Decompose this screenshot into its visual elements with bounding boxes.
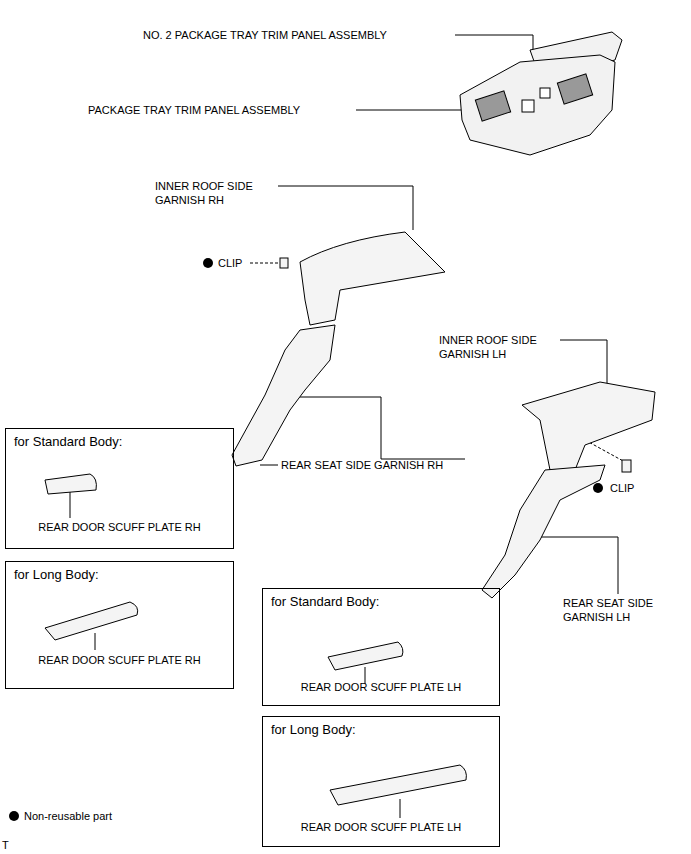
inner-roof-garnish-lh <box>522 382 655 472</box>
leader-line <box>95 633 96 650</box>
part-name: REAR DOOR SCUFF PLATE LH <box>263 680 499 694</box>
leader-line <box>585 440 625 462</box>
part-name: REAR DOOR SCUFF PLATE RH <box>6 653 233 667</box>
legend-text: Non-reusable part <box>24 809 112 823</box>
leader-line <box>356 110 462 111</box>
part-name: REAR DOOR SCUFF PLATE RH <box>6 520 233 534</box>
part-label: NO. 2 PACKAGE TRAY TRIM PANEL ASSEMBLY <box>143 28 387 42</box>
part-label: T <box>2 838 9 852</box>
part-label: REAR SEAT SIDE GARNISH RH <box>281 458 443 472</box>
leader-line <box>400 799 401 818</box>
leader-line <box>455 35 533 50</box>
rear-seat-garnish-lh <box>482 465 605 598</box>
part-label: REAR SEAT SIDE GARNISH LH <box>563 596 681 624</box>
leader-line <box>250 263 280 264</box>
rear-seat-garnish-rh <box>232 325 335 466</box>
variant-box: for Long Body: REAR DOOR SCUFF PLATE RH <box>5 561 234 689</box>
leader-line <box>260 465 278 466</box>
box-heading: for Standard Body: <box>14 434 122 450</box>
part-label: PACKAGE TRAY TRIM PANEL ASSEMBLY <box>88 103 300 117</box>
non-reusable-mark <box>203 258 213 268</box>
part-label: INNER ROOF SIDE GARNISH RH <box>155 179 275 207</box>
variant-box: for Standard Body: REAR DOOR SCUFF PLATE … <box>5 428 234 549</box>
package-tray-figure <box>460 32 622 155</box>
part-label: INNER ROOF SIDE GARNISH LH <box>439 333 559 361</box>
leader-line <box>300 397 465 459</box>
variant-box: for Long Body: REAR DOOR SCUFF PLATE LH <box>262 716 500 847</box>
non-reusable-mark <box>593 483 603 493</box>
legend-dot <box>9 811 19 821</box>
leader-line <box>535 537 618 594</box>
box-heading: for Long Body: <box>14 567 99 583</box>
part-label: CLIP <box>610 481 634 495</box>
box-heading: for Long Body: <box>271 722 356 738</box>
part-label: CLIP <box>218 256 242 270</box>
leader-line <box>70 490 71 518</box>
part-name: REAR DOOR SCUFF PLATE LH <box>263 820 499 834</box>
leader-line <box>560 340 607 388</box>
leader-line <box>278 186 413 230</box>
variant-box: for Standard Body: REAR DOOR SCUFF PLATE … <box>262 588 500 706</box>
box-heading: for Standard Body: <box>271 594 379 610</box>
inner-roof-garnish-rh <box>280 232 445 325</box>
